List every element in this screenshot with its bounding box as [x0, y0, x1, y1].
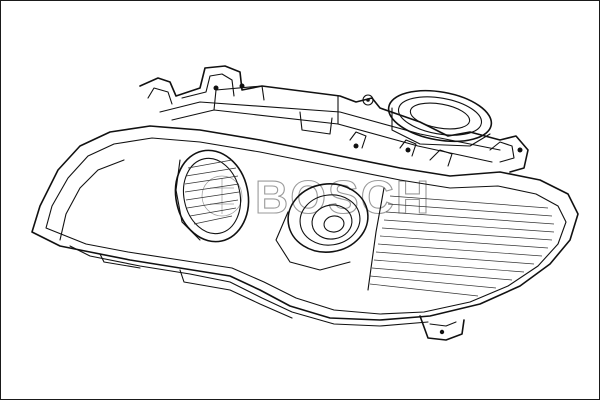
- mount-bolt-icon: [213, 85, 219, 91]
- mount-bolt-icon: [239, 83, 245, 89]
- lens-outline: [31, 125, 579, 327]
- service-cap: [362, 89, 493, 147]
- adjust-screw-icon: [362, 94, 374, 106]
- mount-bolt-icon: [353, 143, 359, 149]
- bracket-bolt-icon: [439, 329, 445, 335]
- lower-trim: [99, 253, 465, 341]
- housing-top: [139, 65, 529, 173]
- mount-bolt-icon: [517, 147, 523, 153]
- mount-bolt-icon: [405, 147, 411, 153]
- projector-lens: [275, 183, 369, 271]
- indicator-ribs: [367, 187, 555, 297]
- watermark-logo-icon: [201, 175, 243, 217]
- low-beam-reflector: [174, 149, 250, 243]
